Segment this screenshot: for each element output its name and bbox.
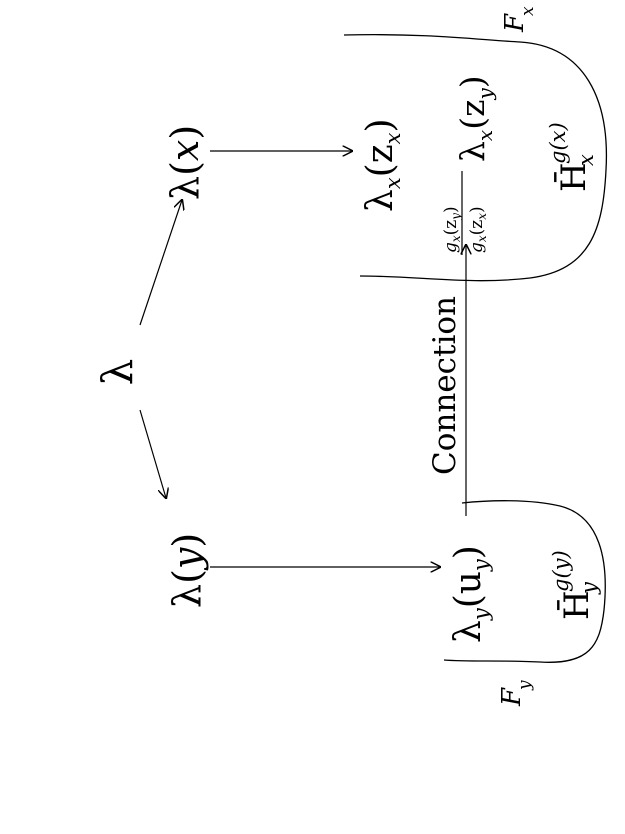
fiber-x-label: F x <box>500 6 538 33</box>
svg-text:λ(x): λ(x) <box>163 125 207 200</box>
fiber-y-boundary <box>443 500 606 663</box>
stalk-lambda-x-zy: λx(zy) <box>453 75 497 162</box>
svg-text:gx(zy): gx(zy) <box>441 206 463 253</box>
svg-text:y: y <box>515 680 535 691</box>
holonomy-x: H̄ x g(x) <box>546 122 598 192</box>
holonomy-y: H̄ y g(y) <box>549 550 601 620</box>
lambda-node: λ <box>93 359 142 386</box>
svg-text:gx(zx): gx(zx) <box>467 206 489 253</box>
fiber-x-boundary <box>343 34 608 282</box>
lambda-x-node: λ(x) <box>163 125 207 200</box>
arrow-lambda-to-lambda-x <box>139 200 182 326</box>
svg-text:F: F <box>497 687 527 707</box>
lambda-y-node: λ(y) <box>165 533 209 608</box>
connection-label: Connection <box>427 296 463 475</box>
svg-text:g(x): g(x) <box>546 122 570 164</box>
fiber-y-label: F y <box>497 680 535 707</box>
svg-text:λx(zy): λx(zy) <box>453 75 497 162</box>
connection-fraction: gx(zy) gx(zx) <box>441 171 489 255</box>
svg-text:y: y <box>577 581 601 595</box>
svg-text:g(y): g(y) <box>549 550 573 592</box>
svg-text:x: x <box>518 6 538 16</box>
svg-text:λx(zx): λx(zx) <box>360 118 405 212</box>
stalk-lambda-y-uy: λy(uy) <box>448 545 493 643</box>
svg-text:λ(y): λ(y) <box>165 533 209 608</box>
svg-text:λy(uy): λy(uy) <box>448 545 493 643</box>
arrow-lambda-to-lambda-y <box>139 409 166 498</box>
svg-text:x: x <box>574 154 598 166</box>
svg-text:F: F <box>500 13 530 33</box>
svg-text:H̄: H̄ <box>553 162 594 192</box>
svg-text:H̄: H̄ <box>556 590 597 620</box>
stalk-lambda-x-zx: λx(zx) <box>360 118 405 212</box>
